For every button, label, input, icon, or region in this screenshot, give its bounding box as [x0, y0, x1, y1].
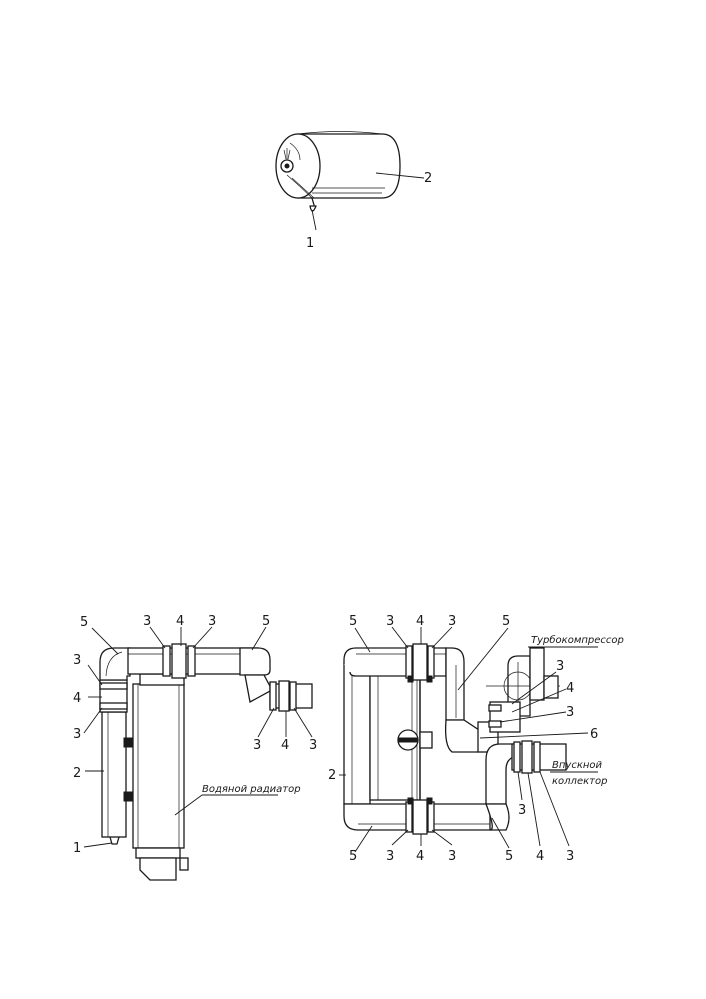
left-figure-leaders	[83, 626, 313, 848]
callout-3-left-top-a: 3	[143, 614, 151, 629]
right-figure-lines	[343, 643, 567, 835]
callout-5-right-top-a: 5	[349, 614, 357, 629]
intake-manifold-label-line2: коллектор	[552, 776, 607, 787]
callout-2-tank: 2	[424, 171, 432, 186]
intake-manifold-label-line1: Впускной	[552, 760, 603, 771]
callout-2-left-pipe: 2	[73, 766, 81, 781]
callout-4-turbo: 4	[566, 681, 574, 696]
callout-1-left-drain: 1	[73, 841, 81, 856]
callout-3-left-top-b: 3	[208, 614, 216, 629]
callout-3-right-bottom-b: 3	[448, 849, 456, 864]
callout-5-right-bottom-b: 5	[505, 849, 513, 864]
callout-3-manifold-b: 3	[566, 849, 574, 864]
callout-6-turbo: 6	[590, 727, 598, 742]
left-figure-lines	[99, 643, 313, 881]
callout-4-left-top: 4	[176, 614, 184, 629]
right-figure-leaders	[339, 626, 598, 853]
callout-1-drain: 1	[306, 236, 314, 251]
callout-4-right-bottom: 4	[416, 849, 424, 864]
tank-assembly	[275, 131, 425, 231]
callout-3-right-bottom-a: 3	[386, 849, 394, 864]
turbocompressor-label: Турбокомпрессор	[531, 634, 624, 646]
callout-3-turbo-a: 3	[556, 659, 564, 674]
callout-4-left-side: 4	[73, 691, 81, 706]
callout-5-left-top-b: 5	[262, 614, 270, 629]
water-radiator-label: Водяной радиатор	[202, 784, 301, 795]
callout-4-left-right: 4	[281, 738, 289, 753]
callout-2-right-pipe: 2	[328, 768, 336, 783]
callout-3-left-side-a: 3	[73, 653, 81, 668]
callout-3-turbo-b: 3	[566, 705, 574, 720]
callout-5-right-top-b: 5	[502, 614, 510, 629]
callout-5-right-bottom-a: 5	[349, 849, 357, 864]
callout-3-right-top-b: 3	[448, 614, 456, 629]
callout-3-left-right-b: 3	[309, 738, 317, 753]
callout-3-right-top-a: 3	[386, 614, 394, 629]
callout-3-left-right-a: 3	[253, 738, 261, 753]
callout-3-left-side-b: 3	[73, 727, 81, 742]
callout-4-manifold: 4	[536, 849, 544, 864]
callout-4-right-top: 4	[416, 614, 424, 629]
callout-3-manifold-a: 3	[518, 803, 526, 818]
callout-5-left-top-a: 5	[80, 615, 88, 630]
